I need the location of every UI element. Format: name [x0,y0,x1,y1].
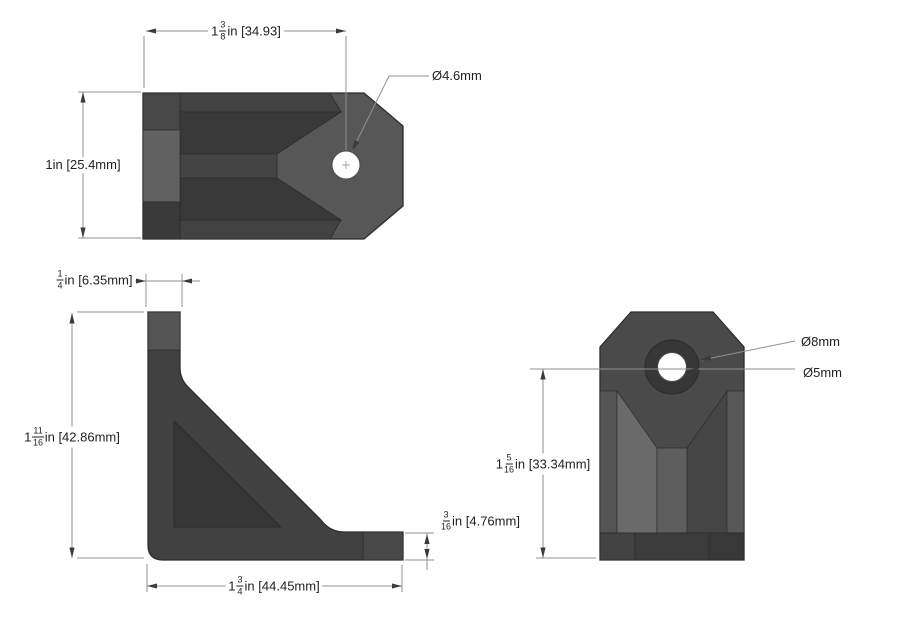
front-view-leg-cap [147,311,181,351]
end-view-hole [657,352,687,382]
top-view-hole-centermark [342,161,350,169]
dim-top-height-label: 1in [25.4mm] [42,157,124,173]
dim-suffix: in [44.45mm] [244,578,320,594]
end-view-base-mid [634,532,710,561]
dim-whole: 1 [228,578,236,594]
dim-text: Ø4.6mm [432,68,482,84]
dim-suffix: in [6.35mm] [64,272,133,288]
front-view [147,311,404,561]
dim-suffix: in [4.76mm] [452,513,520,529]
dim-suffix: in [42.86mm] [44,429,120,445]
dim-counterbore-label: Ø8mm [798,334,843,350]
top-view [142,92,404,240]
end-view-left-wall [599,390,618,534]
front-view-foot-segment [362,531,404,561]
dim-whole: 1 [495,456,504,472]
dim-top-hole-label: Ø4.6mm [429,68,485,84]
top-view-band-3 [179,153,278,179]
dim-text: 1in [25.4mm] [45,157,121,173]
dim-text: Ø8mm [801,334,840,350]
top-view-strip-top [142,92,181,131]
dim-whole: 1 [24,429,32,445]
front-view-recess-triangle [173,420,282,528]
end-view-base-right [708,532,745,561]
end-view-right-wall [726,390,745,534]
top-view-strip-bottom [142,201,181,240]
end-view-base-left [599,532,636,561]
top-view-band-1 [179,92,342,113]
dim-thru-hole-label: Ø5mm [800,365,845,381]
dim-text: Ø5mm [803,365,842,381]
dim-suffix: in [34.93] [227,23,281,39]
dim-suffix: in [33.34mm] [515,456,591,472]
top-view-strip-mid [142,129,181,203]
dim-whole: 1 [211,23,219,39]
dimension-arrowheads [69,28,712,589]
end-view [599,311,745,561]
top-view-band-5 [179,219,342,240]
end-view-channel [656,447,688,534]
